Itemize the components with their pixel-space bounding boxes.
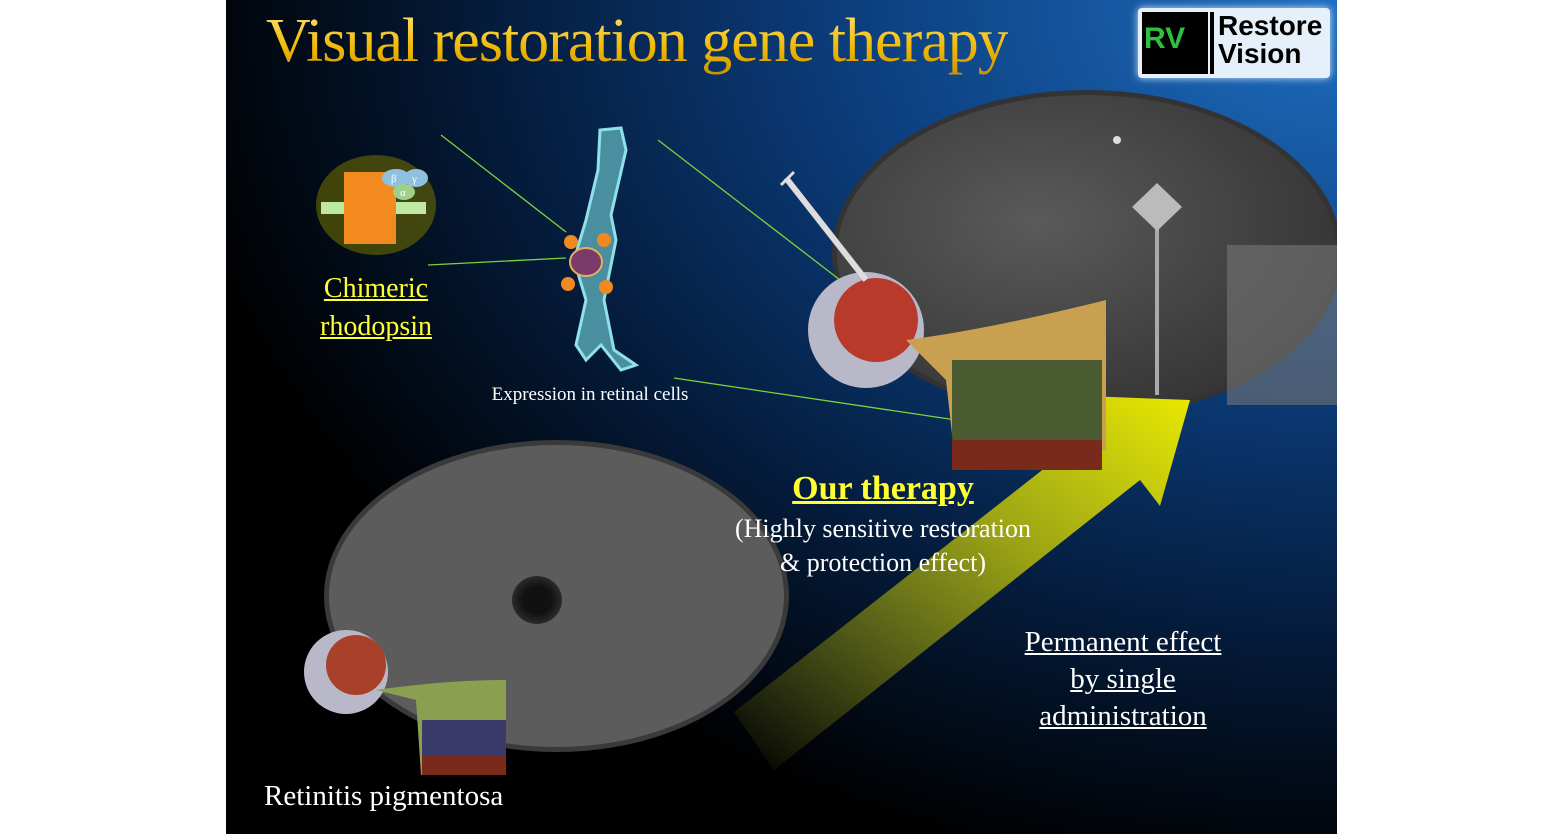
slide: Visual restoration gene therapy RV Resto… <box>226 0 1337 834</box>
svg-text:α: α <box>400 187 406 199</box>
diseased-eye-icon <box>304 630 506 775</box>
retinal-cell-icon <box>561 126 640 372</box>
our-therapy-label: Our therapy <box>792 470 974 507</box>
vision-dark-spot <box>512 576 562 624</box>
logo-mark: RV <box>1144 22 1186 55</box>
our-therapy-description: (Highly sensitive restoration& protectio… <box>734 514 1032 577</box>
syringe-icon <box>779 170 869 282</box>
retinitis-pigmentosa-label: Retinitis pigmentosa <box>264 780 504 812</box>
svg-text:γ: γ <box>411 173 417 185</box>
slide-title: Visual restoration gene therapy <box>266 7 1009 75</box>
expression-label: Expression in retinal cells <box>491 384 689 405</box>
progress-arrow <box>734 396 1190 770</box>
diagram-graphics: β γ α <box>304 126 1190 775</box>
chimeric-rhodopsin-icon: β γ α <box>316 155 436 255</box>
treated-eye-icon <box>808 272 1106 470</box>
svg-text:β: β <box>391 173 397 185</box>
